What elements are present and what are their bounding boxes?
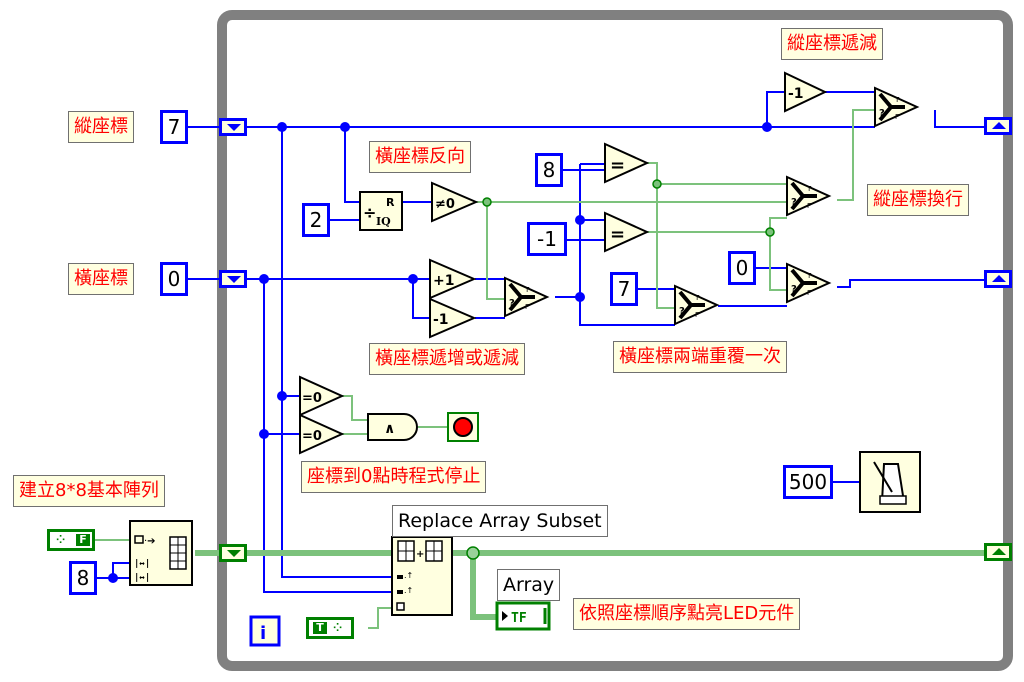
array-indicator-value: TF — [511, 611, 527, 626]
boolean-dots-icon: ⁘ — [56, 533, 66, 546]
y-equal-zero-node[interactable]: =0 — [299, 375, 345, 417]
select-y-decrement-node[interactable] — [873, 86, 919, 128]
not-equal-zero-label: ≠0 — [435, 197, 455, 212]
comment-x-repeat-ends: 橫座標兩端重覆一次 — [613, 341, 787, 373]
svg-text:|↔|: |↔| — [134, 573, 150, 583]
select-x-direction-node[interactable] — [503, 276, 549, 318]
false-constant[interactable]: ⁘ F — [47, 529, 95, 551]
comment-x-reverse: 橫座標反向 — [369, 141, 471, 173]
divisor-constant[interactable]: 2 — [302, 203, 330, 237]
replace-array-subset-label: Replace Array Subset — [392, 505, 608, 537]
wait-ms-constant[interactable]: 500 — [783, 465, 833, 499]
svg-text:|↔|: |↔| — [134, 559, 150, 569]
quotient-remainder-node[interactable]: ÷ R IQ — [359, 191, 403, 231]
y-decrement-label: -1 — [788, 86, 804, 102]
wait-ms-node[interactable] — [859, 451, 921, 513]
minus-one-constant[interactable]: -1 — [527, 222, 567, 256]
array-shift-register-left[interactable] — [219, 544, 247, 562]
comment-y-decrement: 縱座標遞減 — [781, 28, 883, 60]
boolean-wire-junctions — [466, 179, 775, 560]
shift-register-up-icon — [992, 275, 1006, 282]
comment-stop-at-zero: 座標到0點時程式停止 — [301, 461, 487, 493]
x-shift-register-right[interactable] — [984, 270, 1012, 288]
seven-constant[interactable]: 7 — [610, 272, 638, 306]
array-shift-register-right[interactable] — [984, 543, 1012, 561]
while-loop-frame[interactable] — [217, 10, 1013, 671]
svg-text:.↑: .↑ — [404, 586, 413, 595]
y-shift-register-left[interactable] — [219, 118, 247, 136]
decrement-node[interactable]: -1 — [429, 297, 477, 339]
eight-constant[interactable]: 8 — [535, 153, 563, 187]
shift-register-down-icon — [227, 124, 241, 131]
select-x-ends-node[interactable] — [673, 284, 719, 326]
x-init-constant[interactable]: 0 — [160, 262, 188, 296]
iteration-label: i — [260, 623, 266, 644]
equal-label: = — [610, 155, 625, 176]
svg-text:.↑: .↑ — [404, 571, 413, 580]
true-constant[interactable]: T ⁘ — [306, 617, 354, 639]
comment-y-newline: 縱座標換行 — [867, 184, 969, 216]
array-size-constant[interactable]: 8 — [69, 561, 97, 595]
replace-array-subset-node[interactable]: + .↑ .↑ — [391, 536, 453, 616]
and-label: ∧ — [384, 421, 395, 437]
shift-register-up-icon — [992, 548, 1006, 555]
comment-x-inc-dec: 橫座標遞增或遞減 — [369, 343, 525, 375]
shift-register-down-icon — [227, 276, 241, 283]
stop-icon — [453, 417, 473, 437]
zero-constant[interactable]: 0 — [728, 251, 756, 285]
false-label: F — [76, 534, 90, 546]
and-node[interactable]: ∧ — [367, 413, 418, 441]
comment-y-coord: 縱座標 — [68, 111, 134, 143]
boolean-array-wires — [195, 550, 985, 620]
quotient-label: IQ — [376, 215, 391, 228]
svg-text:·➔: ·➔ — [144, 536, 156, 547]
iteration-terminal[interactable]: i — [249, 615, 281, 647]
increment-label: +1 — [433, 273, 454, 289]
remainder-label: R — [386, 196, 395, 209]
x-shift-register-left[interactable] — [219, 270, 247, 288]
y-init-constant[interactable]: 7 — [160, 110, 188, 144]
y-decrement-node[interactable]: -1 — [784, 71, 828, 113]
numeric-wire-junctions — [108, 122, 772, 583]
boolean-dots-icon: ⁘ — [333, 621, 343, 634]
array-indicator[interactable]: TF — [495, 601, 551, 631]
equal-minus-one-node[interactable]: = — [604, 211, 650, 253]
decrement-label: -1 — [433, 312, 449, 328]
comment-x-coord: 橫座標 — [68, 263, 134, 295]
select-x-reset-node[interactable] — [785, 262, 831, 304]
not-equal-zero-node[interactable]: ≠0 — [431, 181, 479, 223]
equal-zero-label: =0 — [302, 429, 322, 444]
shift-register-down-icon — [227, 550, 241, 557]
equal-label: = — [610, 224, 625, 245]
x-equal-zero-node[interactable]: =0 — [299, 413, 345, 455]
y-shift-register-right[interactable] — [984, 117, 1012, 135]
array-indicator-label: Array — [497, 569, 561, 601]
stop-terminal[interactable] — [447, 412, 479, 442]
initialize-array-node[interactable]: ·➔ |↔| |↔| — [129, 520, 193, 586]
comment-build-array: 建立8*8基本陣列 — [13, 475, 165, 507]
select-y-newline-node[interactable] — [785, 175, 831, 217]
equal-eight-node[interactable]: = — [604, 142, 650, 184]
divide-symbol: ÷ — [363, 203, 376, 222]
comment-light-led: 依照座標順序點亮LED元件 — [573, 598, 801, 630]
true-label: T — [313, 622, 327, 634]
shift-register-up-icon — [992, 122, 1006, 129]
increment-node[interactable]: +1 — [429, 258, 477, 300]
equal-zero-label: =0 — [302, 391, 322, 406]
boolean-wires — [95, 109, 875, 629]
svg-text:+: + — [416, 549, 424, 560]
